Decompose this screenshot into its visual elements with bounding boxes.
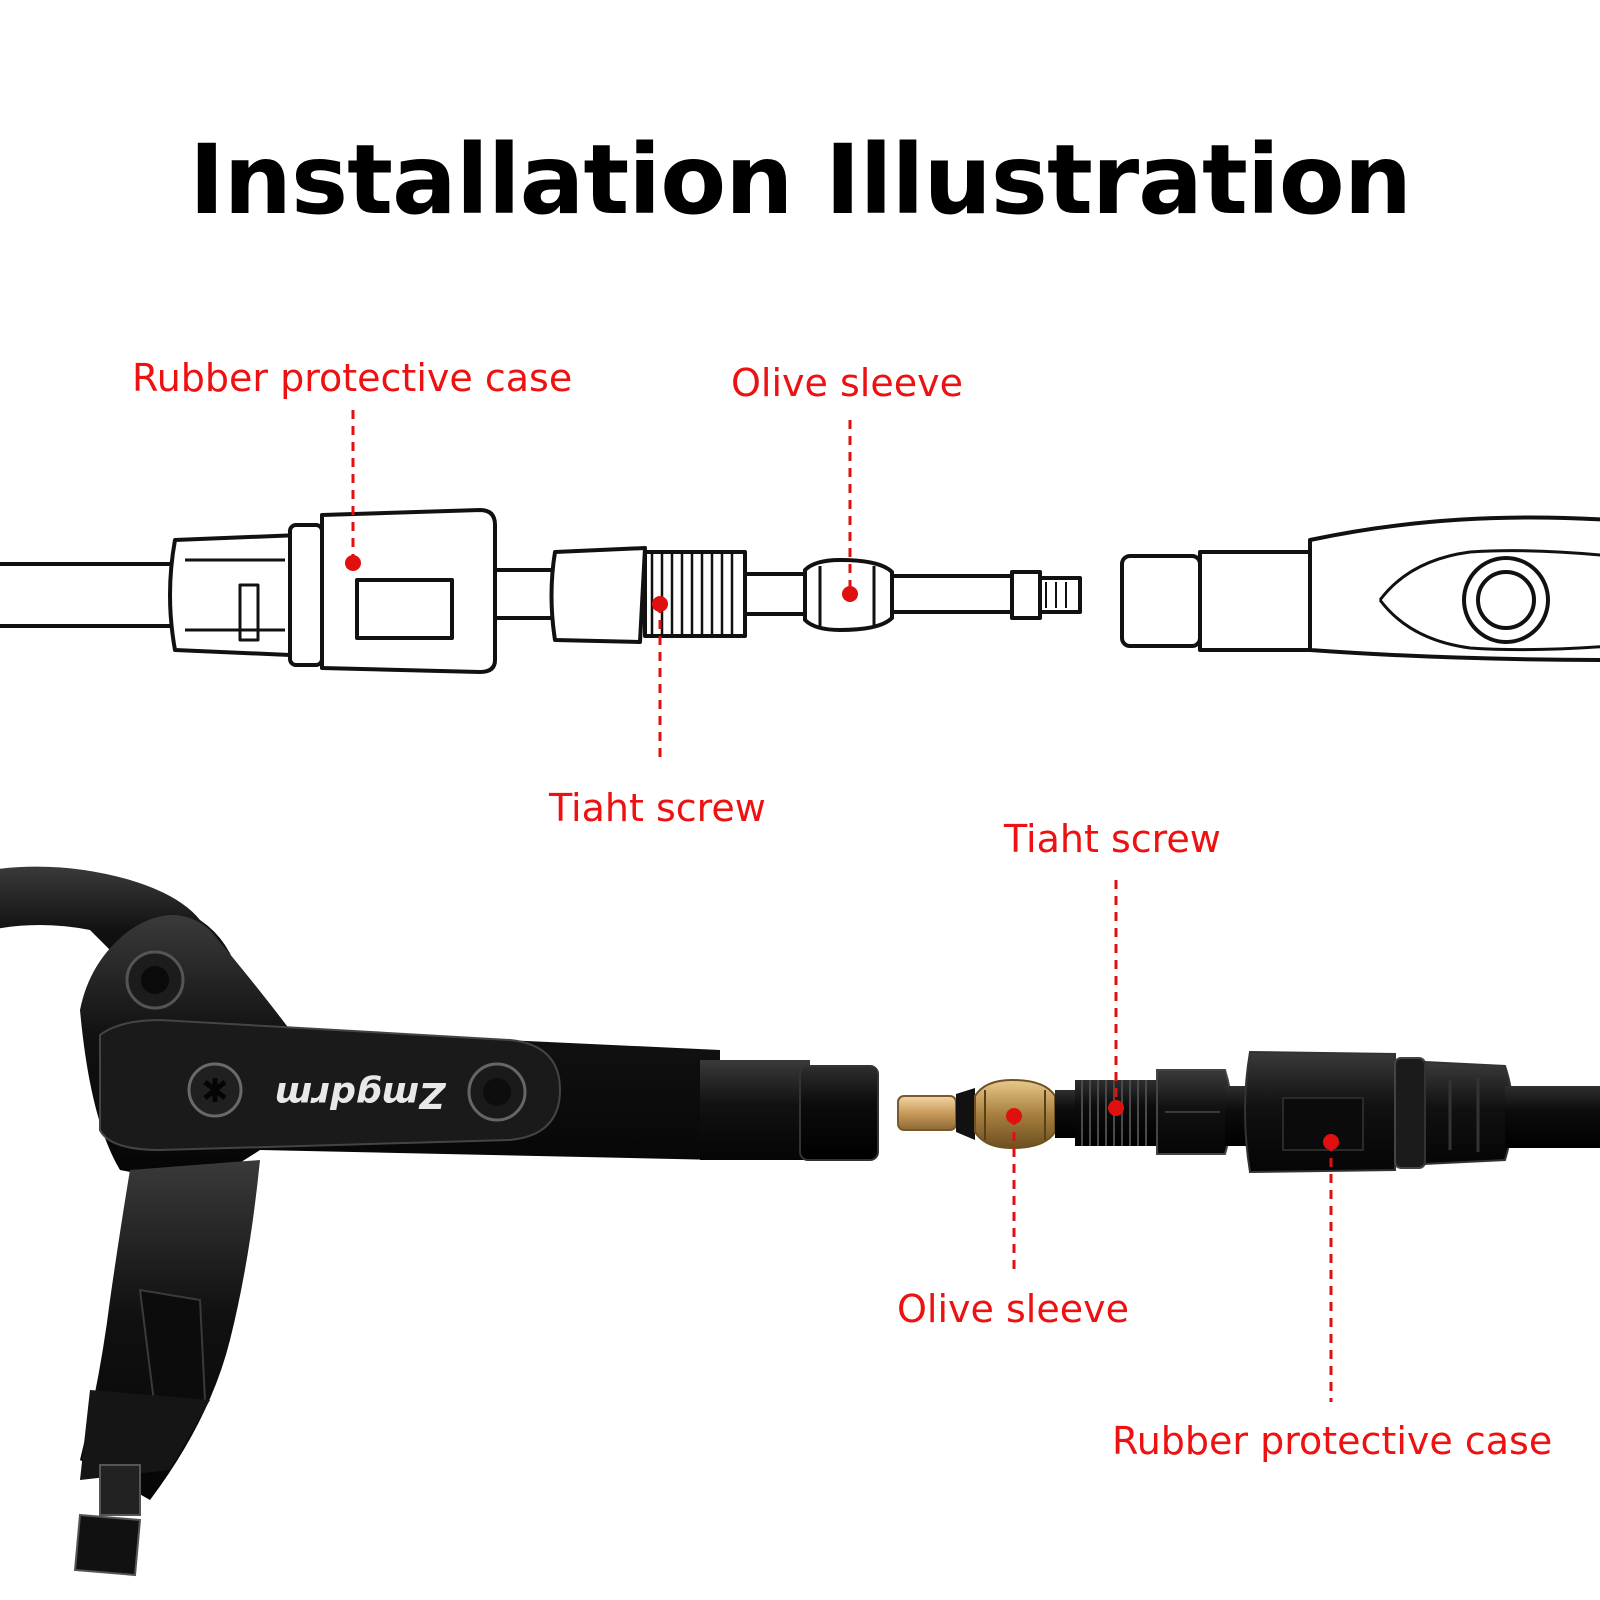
bottom-leaders xyxy=(1012,880,1333,1402)
rubber-case-ring xyxy=(288,523,324,667)
top-line-drawing xyxy=(0,508,1600,674)
label-tight-screw-bottom: Tiaht screw xyxy=(1004,817,1221,861)
label-rubber-case-bottom: Rubber protective case xyxy=(1112,1419,1553,1463)
tight-screw-marker-bottom xyxy=(1108,1100,1124,1116)
rubber-case-marker-top xyxy=(345,555,361,571)
lever-body-outline xyxy=(1308,515,1600,662)
rubber-case-window xyxy=(355,578,454,640)
olive-sleeve-marker-bottom xyxy=(1006,1108,1022,1124)
rubber-case-marker-bottom xyxy=(1323,1134,1339,1150)
label-olive-sleeve-top: Olive sleeve xyxy=(731,361,963,405)
hose-left xyxy=(0,562,177,628)
lever-port xyxy=(1120,554,1202,648)
top-leaders xyxy=(351,410,852,760)
tight-screw-marker-top xyxy=(652,596,668,612)
page-title: Installation Illustration xyxy=(188,124,1412,236)
screw-nut xyxy=(549,546,647,644)
brake-lever-photo: Zmgdrm xyxy=(0,866,879,1577)
rubber-case-cap xyxy=(168,533,302,657)
label-tight-screw-top: Tiaht screw xyxy=(549,786,766,830)
olive-sleeve-marker-top xyxy=(842,586,858,602)
brand-text: Zmgdrm xyxy=(275,1074,446,1115)
fitting-parts-photo xyxy=(897,1050,1600,1174)
label-olive-sleeve-bottom: Olive sleeve xyxy=(897,1287,1129,1331)
label-rubber-case-top: Rubber protective case xyxy=(132,356,573,400)
